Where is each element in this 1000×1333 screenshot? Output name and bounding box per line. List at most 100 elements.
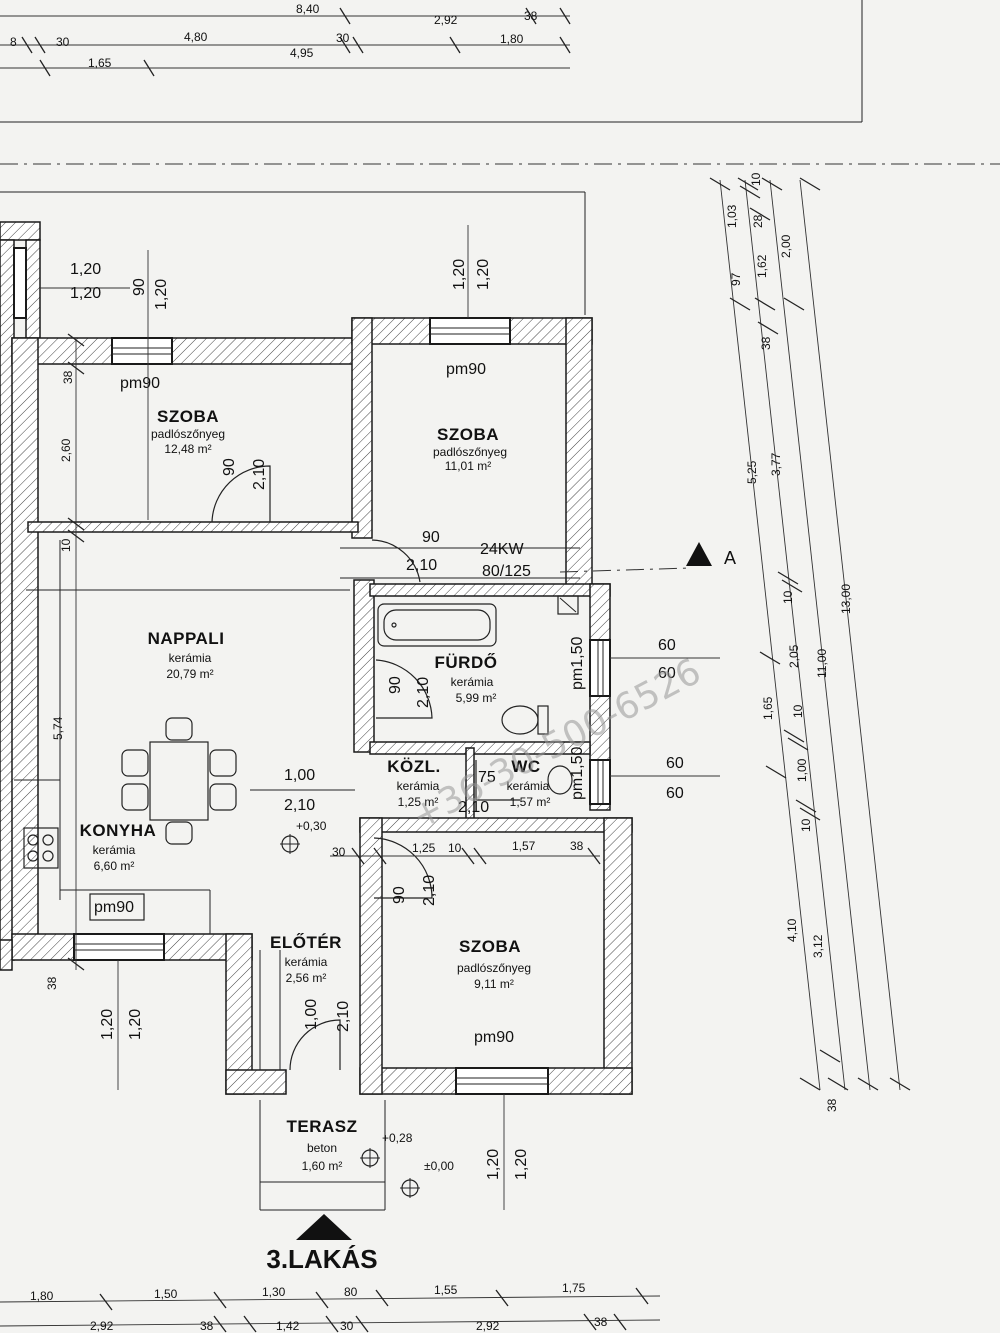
dim-left-2: 2,60 bbox=[59, 438, 73, 462]
dim-top-6: 2,92 bbox=[434, 13, 458, 27]
bathtub-icon bbox=[377, 603, 497, 647]
top-dimensions: 8,40 8 30 4,80 30 2,92 38 1,65 4,95 1,80 bbox=[0, 2, 571, 77]
room-8-floor: kerámia bbox=[285, 955, 328, 969]
section-marker: A bbox=[559, 542, 736, 573]
opening-7b: 60 bbox=[666, 785, 684, 802]
dim-left-5: 38 bbox=[45, 976, 59, 990]
room-5-name: KÖZL. bbox=[387, 757, 441, 776]
opening-6b: 60 bbox=[658, 665, 676, 682]
dim-inner-4: 1,57 bbox=[512, 839, 536, 853]
sheet-frame bbox=[0, 0, 1000, 315]
window-code-5: pm1,50 bbox=[569, 637, 586, 690]
opening-12b: 2,10 bbox=[335, 1001, 352, 1032]
apartment-label: 3.LAKÁS bbox=[266, 1244, 377, 1274]
opening-11b: 2,10 bbox=[421, 875, 438, 906]
dim-top-10: 1,80 bbox=[500, 32, 524, 46]
room-7-name: KONYHA bbox=[80, 821, 157, 840]
opening-5a: 90 bbox=[422, 529, 440, 546]
room-1-area: 12,48 m² bbox=[164, 442, 211, 456]
boiler-icon bbox=[557, 595, 579, 615]
opening-4b: 2,10 bbox=[251, 459, 268, 490]
level-1: +0,30 bbox=[296, 819, 327, 833]
dim-top-9: 4,95 bbox=[290, 46, 314, 60]
dim-right-2: 1,03 bbox=[725, 204, 739, 228]
dim-left-1: 38 bbox=[61, 370, 75, 384]
dim-bottom-9: 1,42 bbox=[276, 1319, 300, 1333]
dim-right-12: 1,65 bbox=[761, 696, 775, 720]
dim-right-9: 3,77 bbox=[769, 452, 783, 476]
windows bbox=[13, 247, 611, 1095]
interior-lines bbox=[14, 540, 386, 1211]
room-10-floor: beton bbox=[307, 1141, 337, 1155]
opening-9a: 90 bbox=[387, 676, 404, 694]
dim-bottom-8: 38 bbox=[200, 1319, 214, 1333]
opening-4a: 90 bbox=[221, 458, 238, 476]
room-5-area: 1,25 m² bbox=[398, 795, 439, 809]
room-3-floor: kerámia bbox=[169, 651, 212, 665]
opening-10b: 2,10 bbox=[458, 799, 489, 816]
opening-8a: 1,00 bbox=[284, 767, 315, 784]
room-7-area: 6,60 m² bbox=[94, 859, 135, 873]
dim-top-4: 4,80 bbox=[184, 30, 208, 44]
dim-top-5: 30 bbox=[336, 31, 350, 45]
section-label: A bbox=[724, 548, 736, 568]
boiler-power: 24KW bbox=[480, 541, 524, 558]
dim-right-4: 97 bbox=[729, 272, 743, 286]
dim-top-7: 38 bbox=[524, 9, 538, 23]
room-3-name: NAPPALI bbox=[148, 629, 225, 648]
dim-inner-3: 10 bbox=[448, 841, 462, 855]
toilet-icon bbox=[501, 705, 573, 795]
room-4-name: FÜRDŐ bbox=[435, 653, 498, 672]
window-code-2: pm90 bbox=[446, 361, 486, 378]
dim-right-15: 13,00 bbox=[839, 584, 853, 614]
room-6-area: 1,57 m² bbox=[510, 795, 551, 809]
opening-labels: 1,20 1,20 90 1,20 1,20 1,20 90 2,10 90 2… bbox=[40, 225, 720, 1210]
dim-right-3: 28 bbox=[751, 214, 765, 228]
window-code-3: pm90 bbox=[94, 899, 134, 916]
window-codes: pm90 pm90 pm90 pm90 pm1,50 pm1,50 bbox=[89, 361, 586, 1046]
dim-top-2: 8 bbox=[10, 35, 17, 49]
dim-bottom-3: 1,30 bbox=[262, 1285, 286, 1299]
opening-2a: 90 bbox=[131, 278, 148, 296]
dim-left-4: 5,74 bbox=[51, 716, 65, 740]
opening-9b: 2,10 bbox=[415, 677, 432, 708]
room-10-area: 1,60 m² bbox=[302, 1159, 343, 1173]
room-4-area: 5,99 m² bbox=[456, 691, 497, 705]
opening-1b: 1,20 bbox=[70, 285, 101, 302]
opening-5b: 2,10 bbox=[406, 557, 437, 574]
opening-14b: 1,20 bbox=[513, 1149, 530, 1180]
opening-7a: 60 bbox=[666, 755, 684, 772]
dim-bottom-12: 38 bbox=[594, 1315, 608, 1329]
dim-top-1: 8,40 bbox=[296, 2, 320, 16]
dim-inner-1: 30 bbox=[332, 845, 346, 859]
inner-dimensions: 30 1,25 10 1,57 38 bbox=[330, 839, 601, 865]
room-6-name: WC bbox=[511, 757, 540, 776]
opening-13a: 1,20 bbox=[99, 1009, 116, 1040]
boiler-flue-size: 80/125 bbox=[482, 563, 531, 580]
room-2-floor: padlószőnyeg bbox=[433, 445, 507, 459]
room-5-floor: kerámia bbox=[397, 779, 440, 793]
room-1-floor: padlószőnyeg bbox=[151, 427, 225, 441]
room-2-area: 11,01 m² bbox=[445, 459, 491, 473]
opening-10a: 75 bbox=[478, 769, 496, 786]
dim-right-19: 3,12 bbox=[811, 934, 825, 958]
room-7-floor: kerámia bbox=[93, 843, 136, 857]
level-markers: +0,30 +0,28 ±0,00 bbox=[280, 819, 454, 1198]
room-4-floor: kerámia bbox=[451, 675, 494, 689]
dim-right-11: 2,05 bbox=[787, 644, 801, 668]
dim-right-6: 2,00 bbox=[779, 234, 793, 258]
dim-bottom-6: 1,75 bbox=[562, 1281, 586, 1295]
window-code-6: pm1,50 bbox=[569, 747, 586, 800]
dim-right-18: 4,10 bbox=[785, 918, 799, 942]
dim-top-3: 30 bbox=[56, 35, 70, 49]
dim-right-7: 38 bbox=[759, 336, 773, 350]
left-dimensions: 38 2,60 10 5,74 38 bbox=[45, 333, 85, 990]
dim-inner-5: 38 bbox=[570, 839, 584, 853]
dim-bottom-1: 1,80 bbox=[30, 1289, 54, 1303]
opening-3a: 1,20 bbox=[451, 259, 468, 290]
room-9-name: SZOBA bbox=[459, 937, 521, 956]
dim-right-14: 11,00 bbox=[815, 649, 829, 678]
window-code-1: pm90 bbox=[120, 375, 160, 392]
dim-right-10: 10 bbox=[781, 590, 795, 604]
